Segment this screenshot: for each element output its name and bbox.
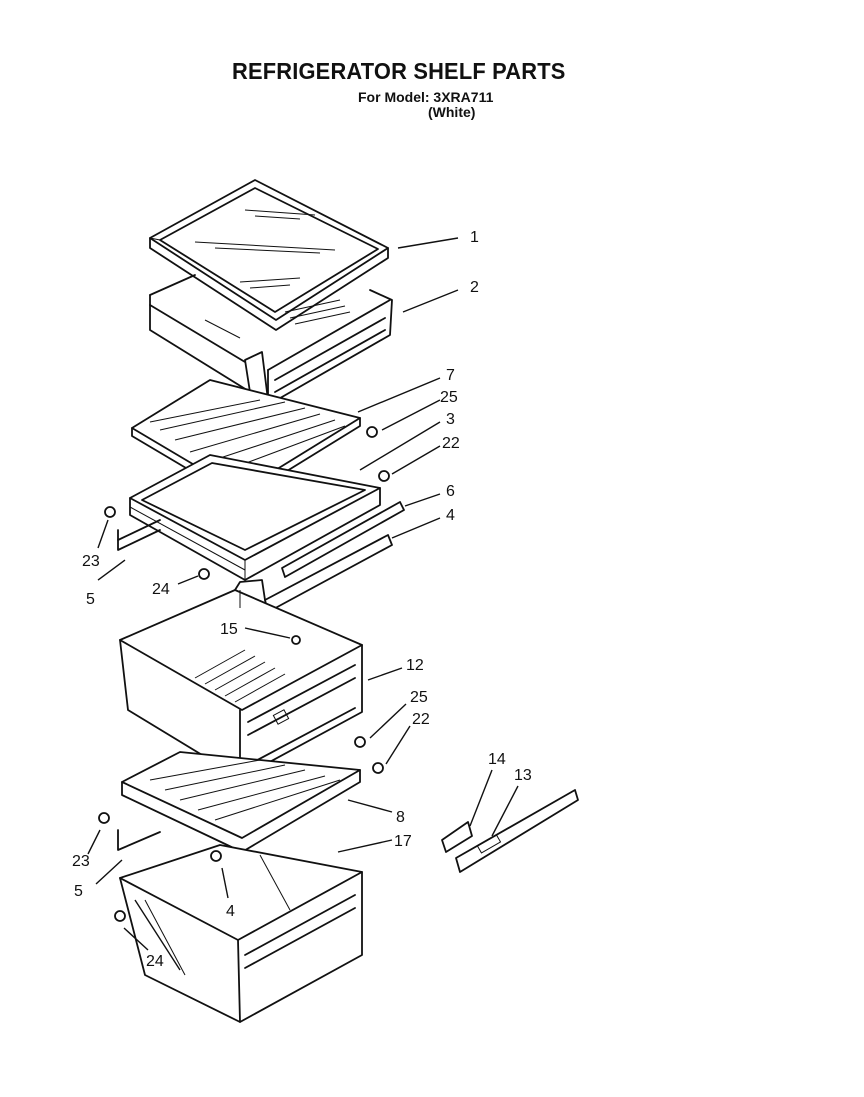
callout-3: 3 [446, 411, 455, 428]
shelf-frame-part [117, 454, 381, 581]
shelf-rail-part [264, 501, 405, 613]
callout-14: 14 [488, 751, 506, 768]
callout-24-upper: 24 [152, 581, 170, 598]
callout-7: 7 [446, 367, 455, 384]
callout-15: 15 [220, 621, 238, 638]
callout-4-upper: 4 [446, 507, 455, 524]
callout-23-lower: 23 [72, 853, 90, 870]
callout-24-lower: 24 [146, 953, 164, 970]
page-title: REFRIGERATOR SHELF PARTS [232, 58, 566, 84]
callout-25-upper: 25 [440, 389, 458, 406]
callout-5-lower: 5 [74, 883, 83, 900]
callout-22-lower: 22 [412, 711, 430, 728]
callout-1: 1 [470, 229, 479, 246]
callout-labels: 1 2 7 25 3 22 6 4 23 5 24 15 12 25 22 14… [72, 229, 532, 970]
callout-12: 12 [406, 657, 424, 674]
trim-bar-part [441, 789, 579, 873]
callout-25-lower: 25 [410, 689, 428, 706]
callout-22-upper: 22 [442, 435, 460, 452]
callout-17: 17 [394, 833, 412, 850]
hardware-fasteners [98, 426, 390, 922]
crisper-drawer-part [119, 579, 363, 779]
callout-4-lower: 4 [226, 903, 235, 920]
callout-6: 6 [446, 483, 455, 500]
model-label: For Model: 3XRA711 [358, 89, 494, 105]
callout-23-upper: 23 [82, 553, 100, 570]
glass-shelf-part [149, 179, 389, 331]
leader-lines [87, 237, 519, 971]
lower-shelf-part [117, 751, 361, 853]
color-label: (White) [428, 104, 476, 120]
callout-2: 2 [470, 279, 479, 296]
callout-8: 8 [396, 809, 405, 826]
callout-13: 13 [514, 767, 532, 784]
callout-5-upper: 5 [86, 591, 95, 608]
bottom-drawer-part [119, 844, 363, 1023]
